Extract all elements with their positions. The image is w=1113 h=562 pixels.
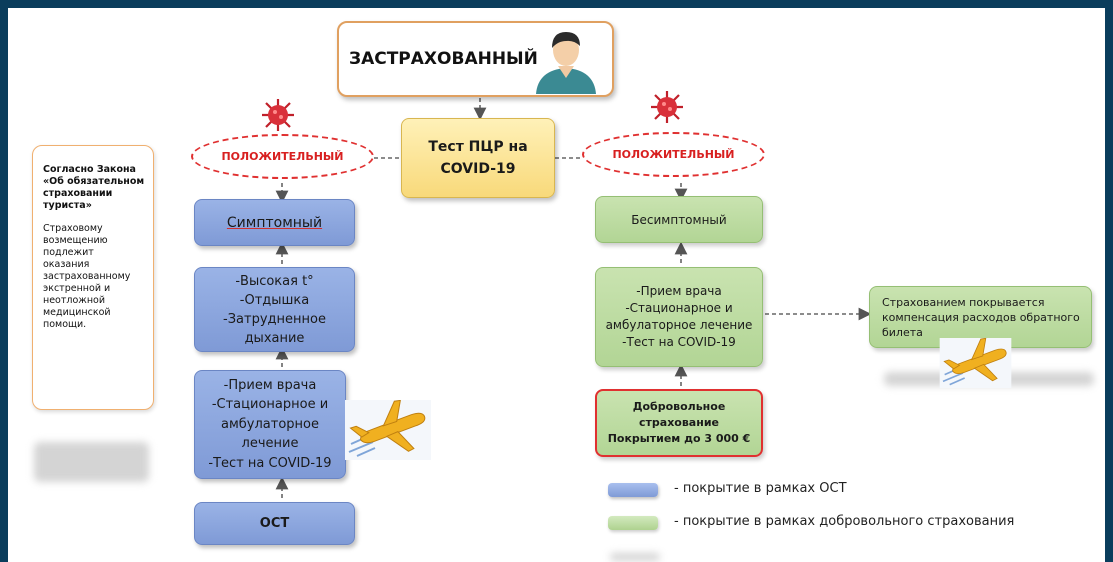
right-care-box: -Прием врача -Стационарное и амбулаторно… [595, 267, 763, 367]
positive-left-label: ПОЛОЖИТЕЛЬНЫЙ [221, 150, 344, 163]
care-line: -Стационарное и [211, 397, 329, 413]
ticket-line: билета [882, 325, 923, 339]
symptom-line: -Отдышка [239, 292, 310, 308]
virus-icon-right [651, 91, 683, 123]
care-line: -Тест на COVID-19 [622, 335, 736, 349]
legend: - покрытие в рамках ОСТ - покрытие в рам… [608, 478, 1098, 538]
ticket-box: Страхованием покрывается компенсация рас… [869, 286, 1092, 348]
care-line: -Тест на COVID-19 [208, 455, 332, 471]
legend-swatch-voluntary [608, 516, 658, 530]
pcr-test-line2: COVID-19 [440, 161, 516, 177]
voluntary-line: страхование [639, 416, 719, 429]
law-title-line: «Об обязательном [43, 176, 145, 187]
pcr-test-box: Тест ПЦР на COVID-19 [401, 118, 555, 198]
law-title-line: туриста» [43, 200, 92, 211]
care-line: -Прием врача [223, 377, 317, 393]
voluntary-box: Добровольное страхование Покрытием до 3 … [595, 389, 763, 457]
insured-label: ЗАСТРАХОВАННЫЙ [349, 49, 538, 69]
positive-right-label: ПОЛОЖИТЕЛЬНЫЙ [612, 148, 735, 161]
symptom-line: -Затрудненное [223, 311, 326, 327]
blurred-placeholder [34, 442, 149, 482]
ost-label: ОСТ [259, 516, 290, 531]
person-icon [536, 32, 596, 94]
diagram-canvas: ЗАСТРАХОВАННЫЙ Тест ПЦР на COVID-19 ПОЛО… [8, 8, 1105, 562]
care-line: лечение [241, 436, 299, 452]
ost-box: ОСТ [194, 502, 355, 545]
ticket-line: Страхованием покрывается [882, 295, 1045, 309]
law-title-line: Согласно Закона [43, 164, 136, 175]
law-body: Страховому возмещению подлежит оказания … [43, 223, 153, 331]
pcr-test-line1: Тест ПЦР на [428, 139, 528, 155]
connector-lines [275, 98, 872, 498]
law-body-line: Страховому [43, 223, 103, 234]
legend-swatch-ost [608, 483, 658, 497]
law-body-line: экстренной и [43, 283, 111, 294]
law-title: Согласно Закона «Об обязательном страхов… [43, 164, 153, 212]
airplane-icon-right [939, 338, 1012, 388]
law-box: Согласно Закона «Об обязательном страхов… [32, 145, 154, 410]
ticket-line: компенсация расходов обратного [882, 310, 1080, 324]
virus-icon-left [262, 99, 294, 131]
symptomatic-box: Симптомный [194, 199, 355, 246]
law-body-line: неотложной [43, 295, 106, 306]
care-line: амбулаторное лечение [605, 318, 753, 332]
left-care-box: -Прием врача -Стационарное и амбулаторно… [194, 370, 346, 479]
insured-box: ЗАСТРАХОВАННЫЙ [337, 21, 614, 97]
care-line: амбулаторное [221, 416, 319, 432]
blurred-placeholder [610, 553, 660, 561]
legend-label-ost: - покрытие в рамках ОСТ [674, 481, 847, 496]
positive-right-ellipse: ПОЛОЖИТЕЛЬНЫЙ [582, 132, 765, 177]
asymptomatic-box: Бесимптомный [595, 196, 763, 243]
symptom-line: -Высокая t° [235, 273, 314, 289]
care-line: -Прием врача [636, 284, 722, 298]
airplane-icon-left [345, 400, 431, 460]
positive-left-ellipse: ПОЛОЖИТЕЛЬНЫЙ [191, 134, 374, 179]
law-body-line: оказания [43, 259, 90, 270]
voluntary-line: Покрытием до 3 000 € [607, 432, 751, 445]
law-body-line: возмещению [43, 235, 108, 246]
law-body-line: помощи. [43, 319, 87, 330]
care-line: -Стационарное и [625, 301, 733, 315]
law-body-line: застрахованному [43, 271, 131, 282]
asymptomatic-label: Бесимптомный [631, 212, 727, 227]
symptoms-box: -Высокая t° -Отдышка -Затрудненное дыхан… [194, 267, 355, 352]
law-body-line: медицинской [43, 307, 111, 318]
symptomatic-label: Симптомный [226, 214, 323, 231]
law-title-line: страховании [43, 188, 113, 199]
voluntary-line: Добровольное [632, 400, 726, 413]
legend-label-voluntary: - покрытие в рамках добровольного страхо… [674, 514, 1015, 529]
law-body-line: подлежит [43, 247, 94, 258]
symptom-line: дыхание [244, 330, 305, 346]
